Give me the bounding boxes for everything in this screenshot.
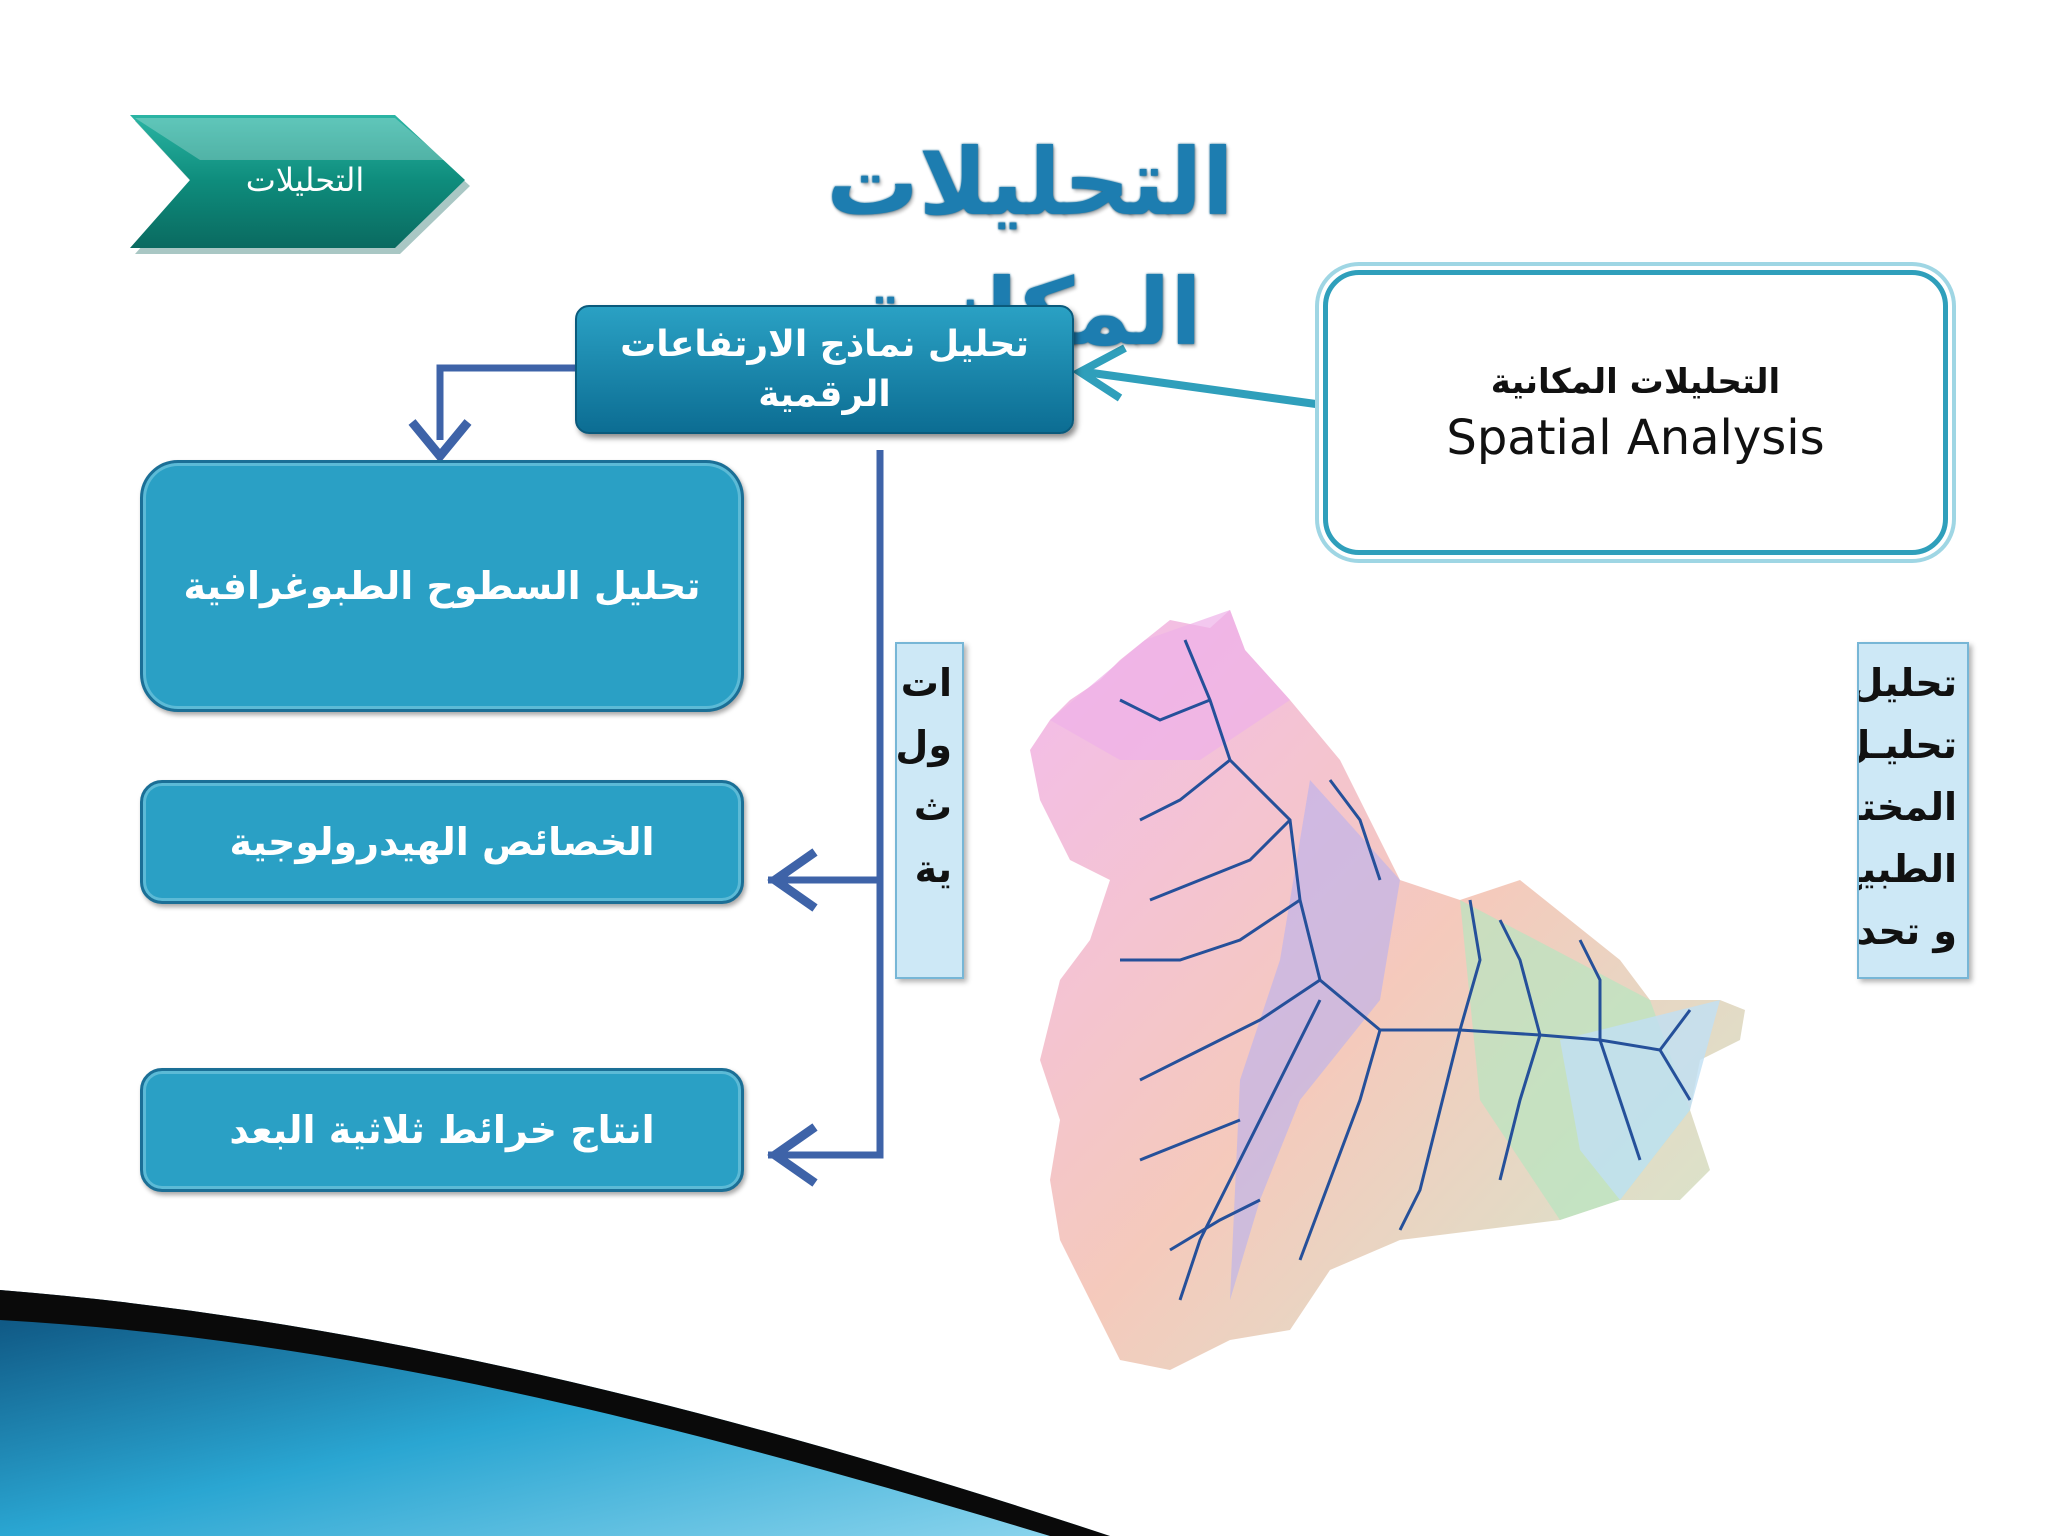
dem-analysis-box: تحليل نماذج الارتفاعات الرقمية bbox=[575, 305, 1074, 434]
connector-lines bbox=[408, 344, 1324, 1187]
topographic-surfaces-box: تحليل السطوح الطبوغرافية bbox=[140, 460, 744, 712]
box-label: الخصائص الهيدرولوجية bbox=[229, 820, 655, 864]
spatial-analysis-box: التحليلات المكانية Spatial Analysis bbox=[1323, 270, 1948, 555]
panel-line: ول bbox=[895, 723, 952, 767]
dem-box-line1: تحليل نماذج الارتفاعات bbox=[620, 323, 1029, 365]
left-text-panel: ات ول ث ية bbox=[895, 642, 964, 979]
box-label: انتاج خرائط ثلاثية البعد bbox=[229, 1108, 655, 1152]
panel-line: تحليل bbox=[1857, 661, 1957, 705]
panel-line: تحليـل bbox=[1859, 723, 1957, 767]
spatial-box-english: Spatial Analysis bbox=[1446, 409, 1825, 466]
panel-line: الطبيع bbox=[1859, 847, 1957, 891]
tag-arrow-shape bbox=[130, 115, 470, 254]
panel-line: و تحد bbox=[1857, 909, 1957, 953]
panel-line: ث bbox=[913, 785, 952, 829]
tag-label: التحليلات bbox=[245, 161, 365, 199]
hydrologic-properties-box: الخصائص الهيدرولوجية bbox=[140, 780, 744, 904]
3d-maps-box: انتاج خرائط ثلاثية البعد bbox=[140, 1068, 744, 1192]
panel-line: ية bbox=[914, 847, 952, 891]
watershed-map bbox=[1030, 610, 1745, 1370]
page-title: التحليلات المكانية bbox=[826, 129, 1234, 366]
dem-box-line2: الرقمية bbox=[758, 373, 891, 415]
box-label: تحليل السطوح الطبوغرافية bbox=[183, 564, 701, 608]
right-text-panel: تحليل تحليـل المختل الطبيع و تحد bbox=[1857, 642, 1969, 979]
panel-line: المختل bbox=[1859, 785, 1957, 829]
spatial-box-arabic: التحليلات المكانية bbox=[1490, 361, 1781, 402]
panel-line: ات bbox=[900, 661, 952, 705]
